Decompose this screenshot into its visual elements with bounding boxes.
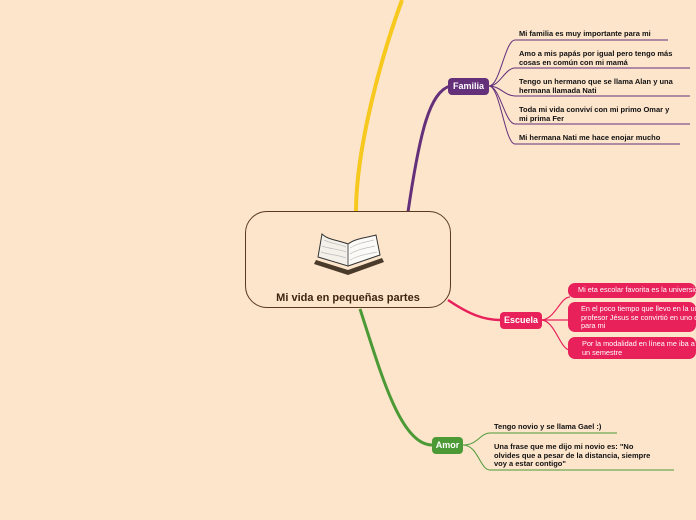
escuela-item-line: un semestre <box>582 347 623 357</box>
escuela-item-line: profesor Jésus se convirtió en uno de lo… <box>581 312 696 322</box>
amor-item-line: Una frase que me dijo mi novio es: "No <box>494 442 634 451</box>
familia-item[interactable]: Toda mi vida conviví con mi primo Omar y… <box>519 105 670 123</box>
branch-amor[interactable]: Amor <box>432 437 463 454</box>
familia-branch-line <box>406 84 451 213</box>
familia-leaf-line <box>488 85 680 145</box>
central-topic[interactable]: Mi vida en pequeñas partes <box>245 211 451 308</box>
familia-leaf-line <box>488 85 690 97</box>
familia-item[interactable]: Mi familia es muy importante para mi <box>519 29 651 38</box>
familia-leaf-line <box>488 39 668 87</box>
familia-item-line: hermana llamada Nati <box>519 85 597 95</box>
amor-item-line: olvides que a pesar de la distancia, sie… <box>494 450 651 460</box>
familia-item[interactable]: Amo a mis papás por igual pero tengo más… <box>519 49 673 67</box>
familia-item-line: mi prima Fer <box>519 113 565 123</box>
escuela-leaf-line <box>540 319 571 351</box>
familia-item-line: cosas en común con mi mamá <box>519 57 628 67</box>
branch-escuela[interactable]: Escuela <box>500 312 542 329</box>
familia-item-line: Toda mi vida conviví con mi primo Omar y <box>519 105 670 114</box>
escuela-item[interactable]: En el poco tiempo que llevo en la univer… <box>568 302 696 332</box>
open-book-icon <box>314 232 384 275</box>
escuela-leaf-line <box>540 296 571 321</box>
amor-item-line: voy a estar contigo" <box>494 459 566 468</box>
escuela-item-line: para mi <box>581 321 606 330</box>
escuela-item-line: En el poco tiempo que llevo en la univer… <box>581 304 696 313</box>
escuela-item[interactable]: Mi eta escolar favorita es la universida… <box>568 283 696 298</box>
escuela-item[interactable]: Por la modalidad en línea me iba a dar d… <box>568 337 696 359</box>
familia-item[interactable]: Mi hermana Nati me hace enojar mucho <box>519 133 661 142</box>
amor-item[interactable]: Tengo novio y se llama Gael :) <box>494 422 602 431</box>
yellow-branch-line <box>354 0 404 213</box>
amor-item[interactable]: Una frase que me dijo mi novio es: "No o… <box>494 442 651 469</box>
familia-item-line: Amo a mis papás por igual pero tengo más <box>519 49 673 58</box>
familia-leaf-line <box>488 67 690 87</box>
amor-branch-line <box>358 308 433 447</box>
escuela-branch-line <box>447 298 501 322</box>
central-topic-title: Mi vida en pequeñas partes <box>276 292 420 304</box>
branch-familia[interactable]: Familia <box>448 78 489 95</box>
amor-leaf-line <box>462 444 674 471</box>
escuela-item-line: Mi eta escolar favorita es la universida… <box>578 285 696 294</box>
familia-item[interactable]: Tengo un hermano que se llama Alan y una… <box>519 77 673 95</box>
familia-item-line: Tengo un hermano que se llama Alan y una <box>519 77 673 86</box>
amor-leaf-line <box>462 432 617 446</box>
escuela-item-line: Por la modalidad en línea me iba a dar d… <box>582 339 696 348</box>
